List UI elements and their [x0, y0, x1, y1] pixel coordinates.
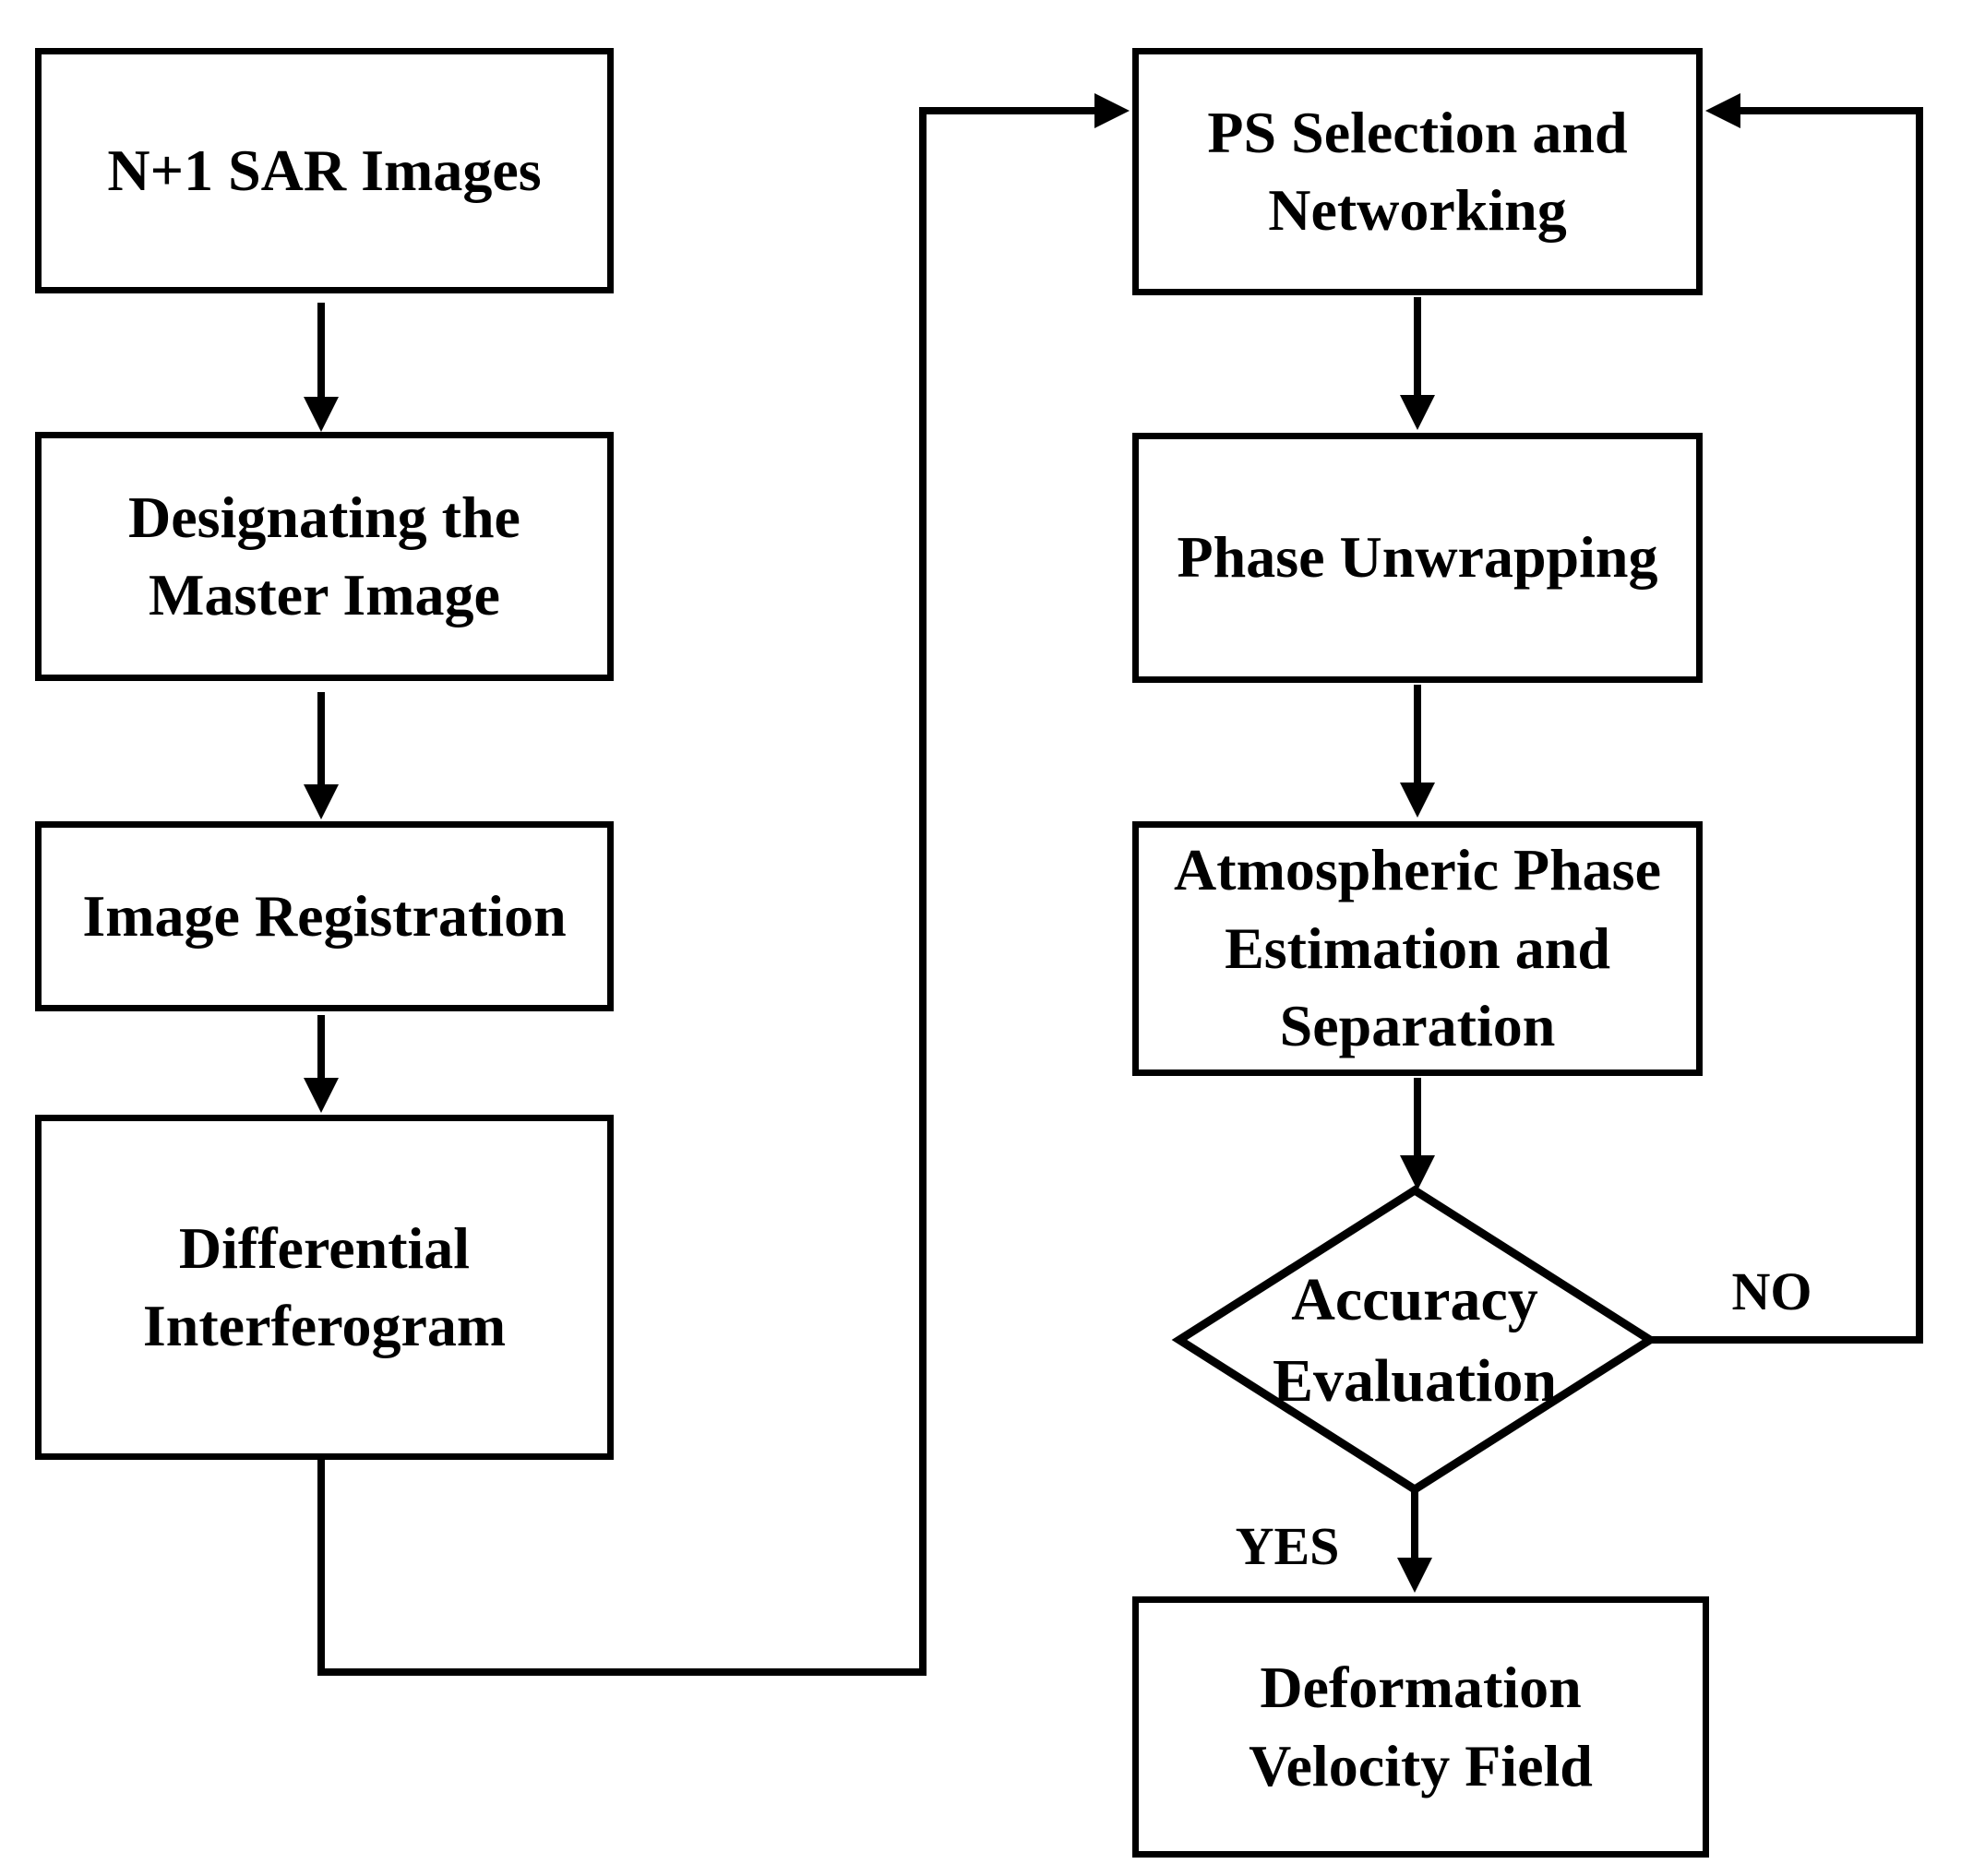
node-ps-selection-networking: PS Selection and Networking — [1132, 48, 1703, 295]
edge-master-to-registration-arrowhead — [304, 784, 339, 819]
edge-yes-accuracy-to-deformation-arrowhead — [1397, 1558, 1432, 1593]
node-designating-master-image: Designating the Master Image — [35, 432, 614, 681]
node-accuracy-evaluation: Accuracy Evaluation — [1272, 1266, 1558, 1415]
edge-phase-to-atmospheric-arrowhead — [1400, 783, 1435, 818]
edge-label-yes: YES — [1235, 1516, 1340, 1576]
node-atmospheric-phase-estimation: Atmospheric Phase Estimation and Separat… — [1132, 821, 1703, 1076]
node-image-registration: Image Registration — [35, 821, 614, 1011]
edge-registration-to-interferogram-arrowhead — [304, 1078, 339, 1113]
edge-label-no: NO — [1731, 1261, 1812, 1321]
node-deformation-velocity-field: Deformation Velocity Field — [1132, 1596, 1709, 1858]
edge-no-accuracy-to-ps-arrowhead — [1705, 93, 1740, 128]
edge-sar-to-master-arrowhead — [304, 397, 339, 432]
node-differential-interferogram: Differential Interferogram — [35, 1115, 614, 1460]
node-phase-unwrapping: Phase Unwrapping — [1132, 433, 1703, 683]
edge-ps-to-phase-arrowhead — [1400, 395, 1435, 430]
node-n-plus-1-sar-images: N+1 SAR Images — [35, 48, 614, 293]
edge-atmospheric-to-accuracy-arrowhead — [1400, 1155, 1435, 1190]
edge-interferogram-to-ps-arrowhead — [1094, 93, 1130, 128]
